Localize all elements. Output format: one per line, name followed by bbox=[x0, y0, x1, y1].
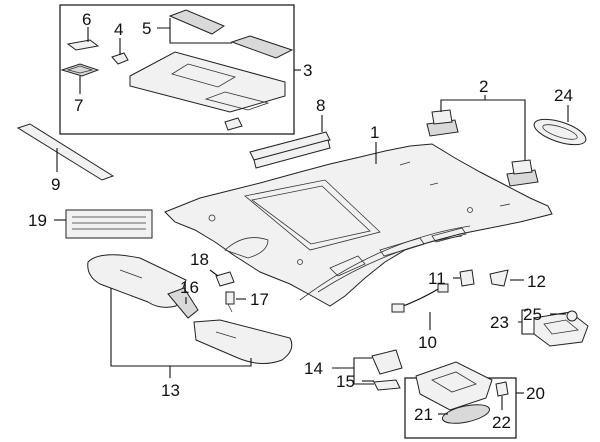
visor-holder-16 bbox=[167, 287, 199, 319]
trim-strip-9 bbox=[16, 123, 115, 181]
map-lamp-23 bbox=[533, 311, 589, 347]
dome-lamp bbox=[533, 118, 587, 146]
callout-25: 25 bbox=[523, 305, 542, 324]
sun-visor-right bbox=[193, 319, 293, 364]
callout-19: 19 bbox=[28, 211, 47, 230]
callout-18: 18 bbox=[190, 250, 209, 269]
clip-11 bbox=[459, 269, 475, 287]
lamp-housing-14 bbox=[371, 349, 403, 375]
callout-8: 8 bbox=[316, 96, 325, 115]
callout-12: 12 bbox=[527, 272, 546, 291]
roof-clip-lower bbox=[506, 159, 539, 187]
cover-upper bbox=[168, 9, 226, 35]
callout-20: 20 bbox=[526, 384, 545, 403]
callout-4: 4 bbox=[114, 20, 123, 39]
sun-visor-left bbox=[87, 254, 187, 308]
label-19 bbox=[65, 209, 153, 239]
lamp-lens-7 bbox=[60, 63, 100, 77]
callout-7: 7 bbox=[74, 96, 83, 115]
bracket-3 bbox=[224, 117, 243, 131]
callout-11: 11 bbox=[428, 269, 446, 288]
rail-8 bbox=[249, 131, 331, 169]
callout-6: 6 bbox=[82, 10, 91, 29]
callout-14: 14 bbox=[304, 359, 323, 378]
callout-1: 1 bbox=[370, 123, 379, 142]
lens-21 bbox=[441, 404, 491, 424]
callout-15: 15 bbox=[336, 372, 355, 391]
bulb-22 bbox=[495, 381, 509, 397]
sunshade-panel bbox=[129, 51, 286, 113]
wire-10 bbox=[391, 283, 449, 313]
cover-lower bbox=[230, 35, 294, 59]
callout-17: 17 bbox=[250, 290, 269, 309]
bracket-12 bbox=[489, 269, 509, 287]
callout-13: 13 bbox=[161, 381, 180, 400]
roof-clip-upper bbox=[426, 109, 459, 137]
callout-9: 9 bbox=[51, 175, 60, 194]
bulb-25 bbox=[566, 310, 578, 322]
callout-5: 5 bbox=[142, 19, 151, 38]
screw-17 bbox=[225, 291, 235, 313]
clip-18 bbox=[215, 271, 235, 287]
cap-6 bbox=[66, 39, 100, 51]
callout-23: 23 bbox=[490, 313, 509, 332]
callout-10: 10 bbox=[418, 333, 437, 352]
callout-24: 24 bbox=[554, 86, 573, 105]
callout-22: 22 bbox=[492, 413, 511, 432]
callout-3: 3 bbox=[303, 61, 312, 80]
callout-2: 2 bbox=[479, 77, 488, 96]
callout-16: 16 bbox=[180, 278, 199, 297]
callout-21: 21 bbox=[414, 405, 433, 424]
leader-lines bbox=[54, 18, 569, 415]
callout-numbers: 1 2 3 4 5 6 7 8 9 10 11 12 13 14 15 16 1… bbox=[28, 10, 573, 432]
bulb-15 bbox=[373, 379, 401, 391]
console-lamp-20 bbox=[415, 361, 493, 411]
headliner-panel bbox=[164, 143, 553, 307]
